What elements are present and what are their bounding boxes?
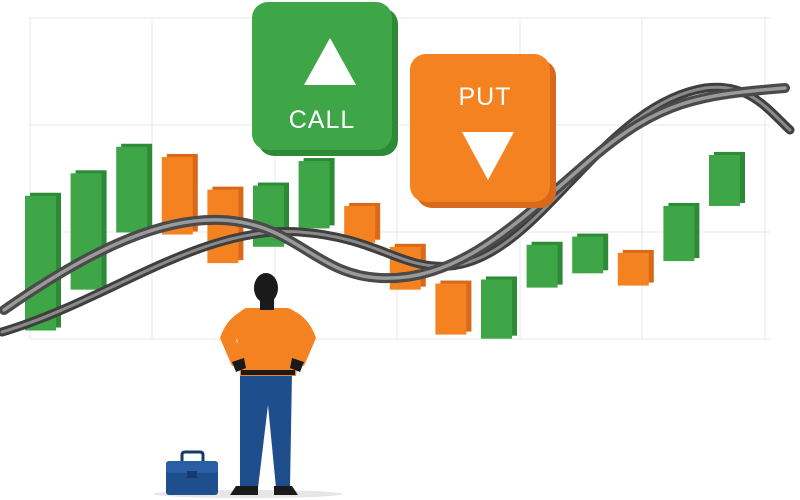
candle-body (572, 236, 604, 274)
candle-green (298, 158, 335, 229)
candle-body (481, 279, 512, 339)
candle-body (116, 146, 148, 233)
candle-green (526, 241, 563, 288)
candle-body (663, 205, 695, 262)
candle-body (617, 252, 649, 286)
candle-body (25, 195, 56, 331)
candle-body (709, 154, 740, 206)
person-belt (241, 370, 295, 375)
candle-orange (435, 280, 472, 335)
candle-body (298, 161, 330, 229)
candle-orange (617, 249, 654, 286)
wave-ribbon-front-highlight (2, 86, 787, 312)
candle-body (435, 283, 467, 335)
call-button[interactable]: CALL (252, 2, 398, 156)
person-shoe-right (274, 486, 298, 495)
person-arm-left (220, 312, 246, 366)
put-button-label: PUT (459, 83, 512, 111)
candle-body (70, 173, 102, 290)
triangle-up-icon (304, 38, 356, 85)
candlestick-chart (25, 143, 745, 339)
candle-green (70, 170, 107, 290)
put-button[interactable]: PUT (410, 54, 556, 208)
candle-green (709, 151, 745, 206)
triangle-down-icon (462, 132, 514, 180)
candle-green (25, 192, 61, 331)
call-button-label: CALL (289, 106, 356, 134)
candle-green (572, 233, 609, 274)
person-shirt (236, 308, 302, 376)
person-hand-right (290, 358, 304, 372)
person-head (254, 273, 278, 303)
candle-body (207, 189, 239, 264)
person-arm-right (290, 312, 316, 366)
candle-body (526, 244, 558, 288)
person-pants (240, 372, 292, 488)
person-shoe-left (230, 486, 258, 495)
person-figure (220, 273, 316, 495)
briefcase-icon (166, 450, 218, 495)
candle-green (116, 143, 153, 233)
candle-green (481, 276, 517, 339)
person-hand-left (232, 358, 246, 372)
wave-ribbons (0, 82, 795, 337)
candle-green (663, 202, 700, 262)
